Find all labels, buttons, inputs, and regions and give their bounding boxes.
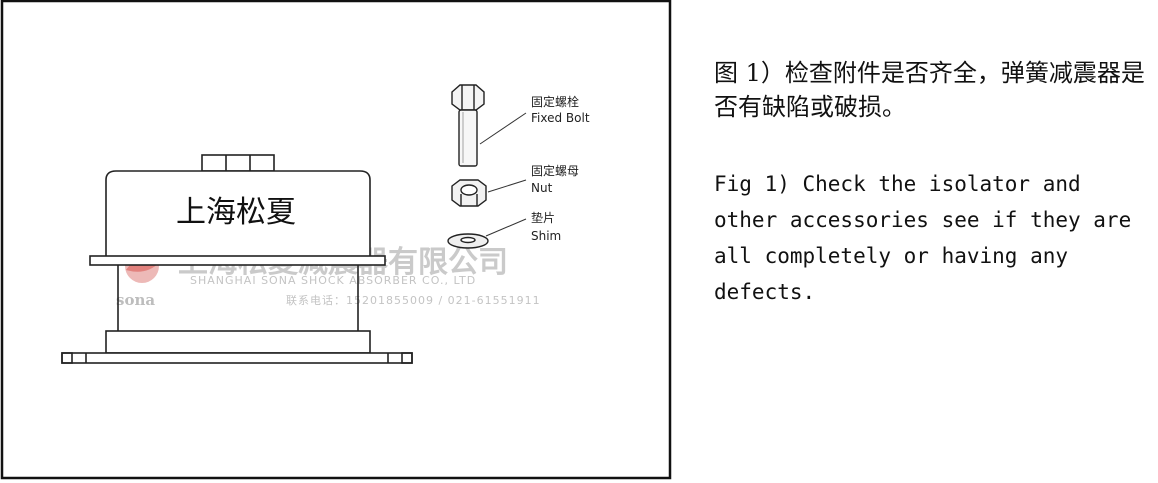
shim-leader xyxy=(485,218,527,237)
base-flange xyxy=(61,352,413,364)
top-boss xyxy=(201,154,275,172)
shim-icon xyxy=(447,233,489,249)
diagram-panel: 上海松夏减震器有限公司 SHANGHAI SONA SHOCK ABSORBER… xyxy=(0,0,672,480)
bolt-leader xyxy=(479,112,527,145)
watermark-brand: sona xyxy=(116,291,155,309)
nut-icon xyxy=(451,179,487,207)
nut-label-en: Nut xyxy=(531,181,553,195)
flange-plate xyxy=(89,255,386,266)
spring-isolator xyxy=(61,154,413,364)
caption-cn: 图 1）检查附件是否齐全，弹簧减震器是否有缺陷或破损。 xyxy=(714,59,1145,121)
watermark-company-en: SHANGHAI SONA SHOCK ABSORBER CO., LTD xyxy=(190,274,476,287)
shim-label-en: Shim xyxy=(531,229,561,243)
watermark-contact: 联系电话：15201855009 / 021-61551911 xyxy=(286,294,541,307)
base-plate xyxy=(105,330,371,354)
nut-leader xyxy=(487,179,527,193)
shim-label-cn: 垫片 xyxy=(531,210,555,225)
caption-en: Fig 1) Check the isolator and other acce… xyxy=(714,172,1132,304)
isolator-label: 上海松夏 xyxy=(176,195,296,230)
isolator-housing xyxy=(105,170,371,256)
bolt-label-en: Fixed Bolt xyxy=(531,111,590,125)
nut-label-cn: 固定螺母 xyxy=(531,163,579,178)
isolator-diagram: 上海松夏减震器有限公司 SHANGHAI SONA SHOCK ABSORBER… xyxy=(0,0,672,480)
bolt-icon xyxy=(451,84,485,167)
bolt-label-cn: 固定螺栓 xyxy=(531,94,579,109)
